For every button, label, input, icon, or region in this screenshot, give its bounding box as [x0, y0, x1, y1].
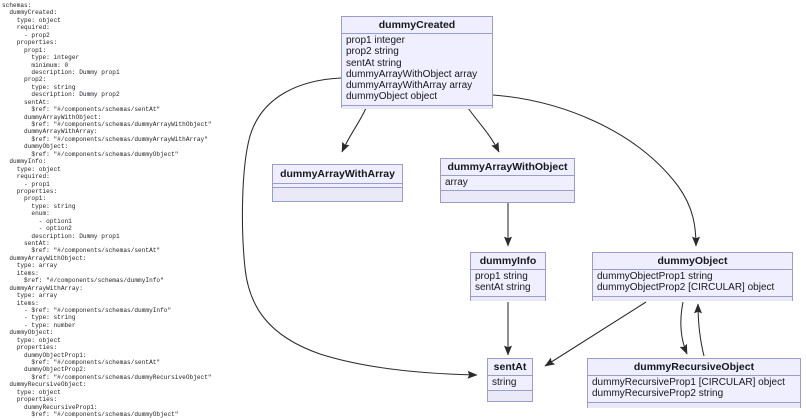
uml-node-sentAt[interactable]: sentAt string [487, 358, 533, 402]
uml-node-footer [471, 296, 545, 301]
uml-node-title: dummyInfo [471, 253, 545, 270]
uml-node-dummyArrayWithArray[interactable]: dummyArrayWithArray [272, 164, 403, 202]
uml-node-fields: string [488, 376, 532, 392]
field-1: dummyRecursiveProp2 string [592, 388, 724, 400]
field-3: dummyArrayWithObject array [346, 68, 478, 80]
uml-node-footer [342, 105, 492, 109]
uml-node-fields [273, 184, 402, 188]
uml-node-footer [593, 296, 792, 301]
uml-node-title: dummyObject [593, 253, 792, 270]
field-5: dummyObject object [346, 91, 438, 103]
field-2: sentAt string [346, 57, 402, 69]
edge-dummyCreated-to-dummyArrayWithArray [341, 107, 367, 153]
uml-node-dummyInfo[interactable]: dummyInfo prop1 string sentAt string [470, 252, 546, 301]
field-0: dummyObjectProp1 string [597, 271, 713, 282]
uml-node-title: dummyCreated [342, 17, 492, 34]
field-1: sentAt string [475, 282, 531, 294]
uml-node-dummyCreated[interactable]: dummyCreated prop1 integer prop2 string … [341, 16, 493, 109]
uml-node-footer [441, 191, 574, 201]
field-4: dummyArrayWithArray array [346, 80, 473, 92]
edge-dummyRecursiveObject-to-dummyObject [694, 303, 705, 357]
uml-node-fields: array [441, 176, 574, 192]
yaml-source-panel[interactable]: schemas: dummyCreated: type: object requ… [0, 0, 252, 418]
uml-node-footer [588, 402, 800, 408]
field-0: dummyRecursiveProp1 [CIRCULAR] object [592, 377, 785, 388]
field-0: string [492, 377, 517, 388]
uml-node-title: dummyRecursiveObject [588, 359, 800, 376]
uml-node-dummyArrayWithObject[interactable]: dummyArrayWithObject array [440, 158, 575, 203]
uml-node-title: sentAt [488, 359, 532, 376]
uml-node-footer [488, 391, 532, 400]
uml-node-fields: prop1 integer prop2 string sentAt string… [342, 34, 492, 106]
uml-node-dummyObject[interactable]: dummyObject dummyObjectProp1 string dumm… [592, 252, 793, 301]
uml-node-title: dummyArrayWithObject [441, 159, 574, 176]
field-0: prop1 integer [346, 35, 405, 46]
field-1: dummyObjectProp2 [CIRCULAR] object [597, 282, 775, 294]
edge-dummyCreated-to-dummyArrayWithObject [467, 107, 500, 153]
yaml-source-text[interactable]: schemas: dummyCreated: type: object requ… [2, 2, 212, 418]
edge-dummyObject-to-sentAt [544, 301, 647, 367]
uml-node-footer [273, 188, 402, 200]
uml-node-fields: dummyObjectProp1 string dummyObjectProp2… [593, 270, 792, 297]
edge-dummyCreated-to-sentAt [241, 77, 478, 379]
edge-dummyObject-to-dummyRecursiveObject [679, 301, 688, 355]
field-1: prop2 string [346, 46, 399, 58]
uml-node-dummyRecursiveObject[interactable]: dummyRecursiveObject dummyRecursiveProp1… [587, 358, 801, 408]
field-0: array [445, 177, 468, 188]
uml-node-fields: prop1 string sentAt string [471, 270, 545, 297]
uml-node-title: dummyArrayWithArray [273, 165, 402, 184]
uml-node-fields: dummyRecursiveProp1 [CIRCULAR] object du… [588, 376, 800, 403]
edge-dummyCreated-to-dummyObject [492, 94, 700, 247]
field-0: prop1 string [475, 271, 528, 282]
